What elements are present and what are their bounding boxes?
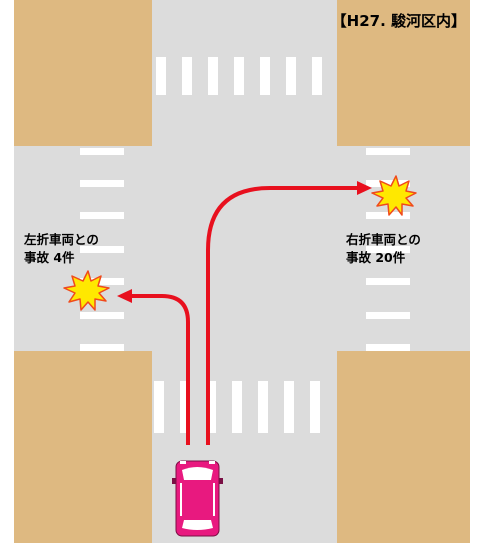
left-turn-label: 左折車両との 事故 4件	[24, 231, 99, 267]
left-turn-label-line1: 左折車両との	[24, 232, 99, 247]
collision-burst-right-icon	[371, 175, 417, 216]
right-turn-arrow	[206, 181, 372, 445]
crosswalk-top	[156, 57, 322, 95]
block-bottom-left	[14, 351, 152, 543]
left-turn-arrow	[117, 289, 190, 445]
page-title: 【H27. 駿河区内】	[331, 12, 466, 30]
crosswalk-left	[80, 148, 124, 351]
block-top-left	[14, 0, 152, 146]
collision-burst-left-icon	[63, 270, 110, 311]
block-top-right	[337, 0, 470, 146]
crosswalk-right	[366, 148, 410, 351]
right-turn-label: 右折車両との 事故 20件	[346, 231, 421, 267]
right-turn-label-line2: 事故 20件	[346, 250, 406, 265]
right-turn-label-line1: 右折車両との	[346, 232, 421, 247]
block-bottom-right	[337, 351, 470, 543]
car-icon	[172, 460, 223, 537]
left-turn-label-line2: 事故 4件	[24, 250, 75, 265]
crosswalk-bottom	[154, 381, 320, 433]
